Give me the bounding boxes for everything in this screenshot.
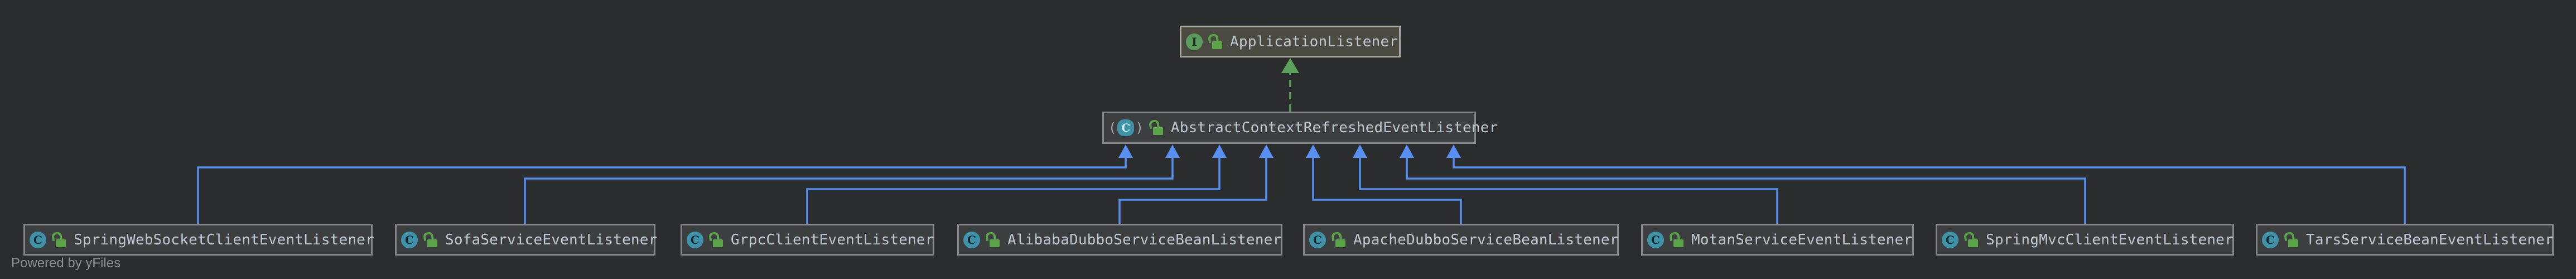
extends-arrowhead <box>1259 145 1273 158</box>
public-lock-icon <box>1148 119 1164 136</box>
node-label: AbstractContextRefreshedEventListener <box>1170 119 1498 136</box>
public-lock-icon <box>423 231 438 248</box>
node-label: AlibabaDubboServiceBeanListener <box>1007 231 1282 248</box>
node-label: SpringMvcClientEventListener <box>1986 231 2234 248</box>
extends-arrowhead <box>1212 145 1227 158</box>
abstract-paren-icon <box>1135 119 1143 136</box>
node-label: TarsServiceBeanEventListener <box>2306 231 2554 248</box>
extends-arrowhead <box>1400 145 1414 158</box>
node-label: GrpcClientEventListener <box>731 231 934 248</box>
extends-edge <box>1118 158 1267 224</box>
implements-arrowhead <box>1281 58 1299 73</box>
extends-edge <box>806 158 1221 224</box>
extends-edge <box>1406 158 2086 224</box>
node-SpringWebSocketClientEventListener[interactable]: C SpringWebSocketClientEventListener <box>23 224 375 256</box>
class-icon: C <box>2262 231 2279 248</box>
powered-by-yfiles-watermark: Powered by yFiles <box>11 256 121 271</box>
class-icon: C <box>687 231 703 248</box>
node-GrpcClientEventListener[interactable]: C GrpcClientEventListener <box>681 224 934 256</box>
abstract-class-icon: C <box>1108 119 1144 136</box>
node-label: SofaServiceEventListener <box>445 231 658 248</box>
extends-edge <box>524 158 1174 224</box>
extends-edge <box>1453 158 2406 224</box>
node-label: MotanServiceEventListener <box>1691 231 1913 248</box>
node-AbstractContextRefreshedEventListener[interactable]: C AbstractContextRefreshedEventListener <box>1102 112 1498 144</box>
class-icon: C <box>1942 231 1958 248</box>
node-SpringMvcClientEventListener[interactable]: C SpringMvcClientEventListener <box>1936 224 2234 256</box>
extends-arrowhead <box>1446 145 1461 158</box>
node-label: ApacheDubboServiceBeanListener <box>1353 231 1619 248</box>
public-lock-icon <box>1331 231 1346 248</box>
public-lock-icon <box>51 231 66 248</box>
class-icon: C <box>963 231 980 248</box>
class-icon: C <box>30 231 46 248</box>
interface-icon: I <box>1186 33 1203 50</box>
node-MotanServiceEventListener[interactable]: C MotanServiceEventListener <box>1641 224 1914 256</box>
class-icon: C <box>1309 231 1326 248</box>
class-icon: C <box>1647 231 1664 248</box>
public-lock-icon <box>985 231 1000 248</box>
node-SofaServiceEventListener[interactable]: C SofaServiceEventListener <box>395 224 658 256</box>
public-lock-icon <box>2284 231 2299 248</box>
public-lock-icon <box>1208 33 1223 50</box>
extends-arrowhead <box>1353 145 1367 158</box>
public-lock-icon <box>1669 231 1684 248</box>
public-lock-icon <box>708 231 723 248</box>
node-ApplicationListener[interactable]: I ApplicationListener <box>1180 26 1401 57</box>
extends-edge <box>1312 158 1462 224</box>
class-icon: C <box>401 231 418 248</box>
extends-edge <box>197 158 1127 224</box>
node-label: SpringWebSocketClientEventListener <box>74 231 375 248</box>
extends-arrowhead <box>1118 145 1133 158</box>
node-label: ApplicationListener <box>1230 33 1398 50</box>
node-ApacheDubboServiceBeanListener[interactable]: C ApacheDubboServiceBeanListener <box>1303 224 1619 256</box>
node-AlibabaDubboServiceBeanListener[interactable]: C AlibabaDubboServiceBeanListener <box>957 224 1282 256</box>
extends-edge <box>1359 158 1778 224</box>
extends-arrowhead <box>1165 145 1180 158</box>
abstract-paren-icon <box>1108 119 1116 136</box>
node-TarsServiceBeanEventListener[interactable]: C TarsServiceBeanEventListener <box>2256 224 2554 256</box>
public-lock-icon <box>1964 231 1979 248</box>
extends-arrowhead <box>1306 145 1320 158</box>
